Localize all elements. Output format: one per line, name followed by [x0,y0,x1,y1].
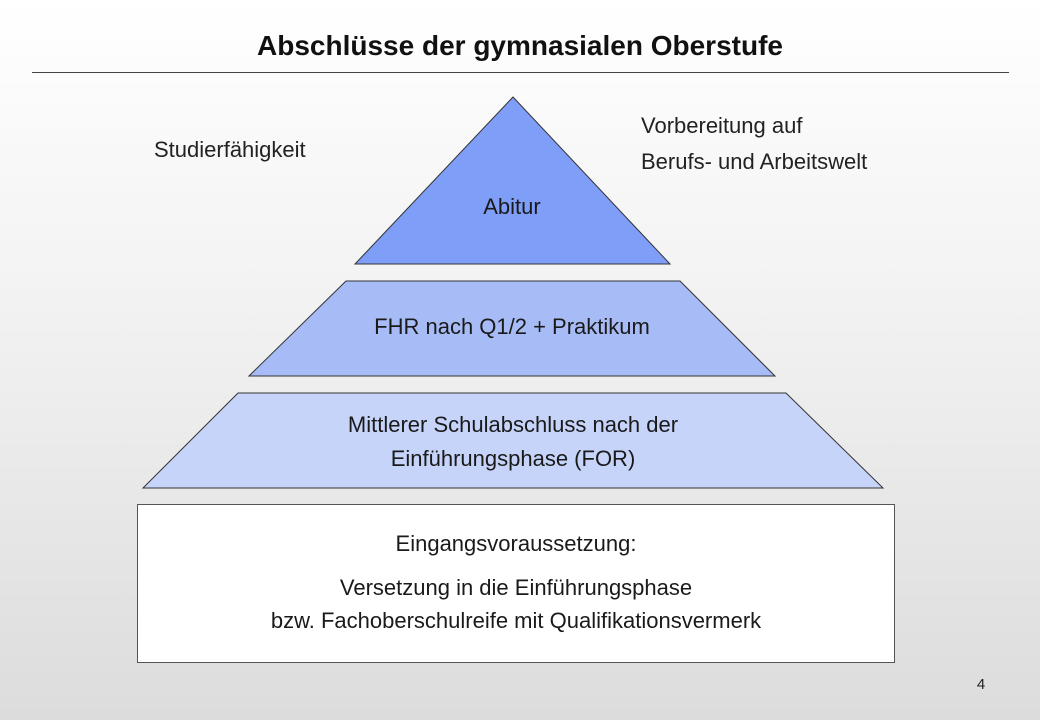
tier-label-msa-line-1: Mittlerer Schulabschluss nach der [347,412,679,437]
pyramid-tier-fhr [247,280,777,377]
entry-requirement-heading: Eingangsvoraussetzung: [395,531,637,556]
entry-requirement-text: Versetzung in die Einführungsphase bzw. … [138,571,894,637]
left-note: Studierfähigkeit [154,137,306,162]
right-note-line-2: Berufs- und Arbeitswelt [641,149,868,174]
tier-label-abitur: Abitur [483,194,541,219]
right-note: Vorbereitung auf Berufs- und Arbeitswelt [641,108,867,180]
page-number: 4 [976,676,986,693]
pyramid-tier-abitur [353,96,672,265]
tier-label-msa: Mittlerer Schulabschluss nach der Einfüh… [145,408,881,476]
pyramid-tier-msa [141,392,885,489]
entry-requirement-box: Eingangsvoraussetzung: Versetzung in die… [137,504,895,663]
slide-title: Abschlüsse der gymnasialen Oberstufe [257,30,783,61]
right-note-line-1: Vorbereitung auf [641,113,803,138]
tier-label-fhr: FHR nach Q1/2 + Praktikum [374,314,650,339]
title-divider [32,72,1009,73]
entry-requirement-line-2: bzw. Fachoberschulreife mit Qualifikatio… [270,608,762,633]
entry-requirement-line-1: Versetzung in die Einführungsphase [339,575,693,600]
tier-label-msa-line-2: Einführungsphase (FOR) [390,446,636,471]
